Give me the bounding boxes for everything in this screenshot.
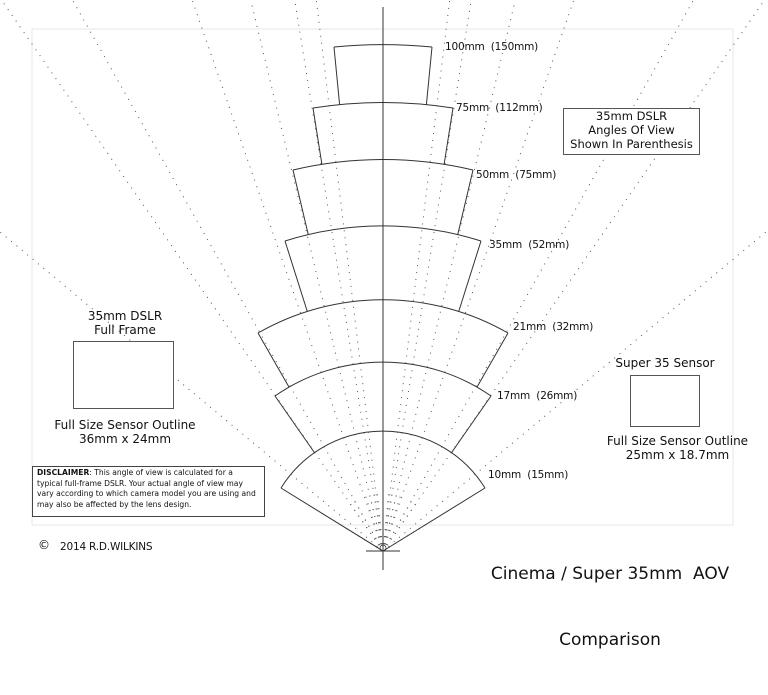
title-line-2: Comparison (559, 630, 661, 650)
full-frame-sensor-outline (73, 341, 174, 409)
fan-edge (443, 107, 454, 165)
dslr-angle-lines (0, 0, 768, 552)
disclaimer-label: DISCLAIMER (37, 468, 90, 477)
full-frame-heading: 35mm DSLR Full Frame (50, 309, 200, 337)
vertex-ray (348, 501, 384, 552)
lens-label-35mm: 35mm (52mm) (489, 239, 570, 251)
vertex-ray (368, 492, 384, 552)
dslr-angle-ray (382, 229, 768, 552)
super35-sensor-outline (630, 375, 700, 427)
legend-line-2: Angles Of View (588, 123, 675, 137)
fan-arc (280, 430, 486, 489)
aov-diagram: 100mm (150mm) 75mm (112mm) 50mm (75mm) 3… (0, 0, 768, 650)
fan-arc (274, 361, 492, 397)
full-frame-caption: Full Size Sensor Outline 36mm x 24mm (40, 418, 210, 446)
disclaimer-text: : This angle of view is calculated for a… (37, 468, 256, 509)
fan-edge (292, 169, 309, 235)
full-frame-heading-1: 35mm DSLR (87, 309, 163, 323)
fan-arc (333, 44, 433, 48)
legend-line-3: Shown In Parenthesis (570, 137, 693, 151)
disclaimer-box: DISCLAIMER: This angle of view is calcul… (32, 466, 265, 517)
title-line-1: Cinema / Super 35mm AOV (490, 564, 730, 584)
legend-line-1: 35mm DSLR (595, 109, 668, 123)
lens-label-75mm: 75mm (112mm) (456, 102, 543, 114)
fan-edge (457, 169, 474, 235)
vertex-ray (373, 491, 384, 552)
super35-caption-2: 25mm x 18.7mm (625, 448, 730, 462)
lens-label-21mm: 21mm (32mm) (513, 321, 594, 333)
dslr-angle-ray (382, 0, 695, 552)
fan-edge (382, 487, 486, 552)
copyright-icon: © (38, 538, 50, 552)
fan-arc (292, 159, 474, 171)
lens-label-10mm: 10mm (15mm) (488, 469, 569, 481)
dslr-angle-ray (382, 0, 766, 552)
fan-edge (451, 395, 492, 453)
fan-edge (425, 46, 433, 105)
lens-label-50mm: 50mm (75mm) (476, 169, 557, 181)
diagram-title: Cinema / Super 35mm AOV Comparison (470, 519, 750, 695)
fan-edge (458, 240, 482, 312)
legend-box: 35mm DSLR Angles Of View Shown In Parent… (563, 108, 700, 155)
fan-arc (257, 299, 509, 334)
vertex-ray (352, 498, 384, 552)
lens-label-17mm: 17mm (26mm) (497, 390, 578, 402)
fan-edge (284, 240, 308, 312)
vertex-ray (382, 498, 414, 552)
fan-edge (333, 46, 341, 105)
copyright-text: 2014 R.D.WILKINS (60, 541, 153, 553)
vertex-ray (376, 491, 384, 552)
fan-edge (476, 332, 509, 388)
vertex-ray (382, 492, 398, 552)
super35-caption-1: Full Size Sensor Outline (606, 434, 749, 448)
super35-caption: Full Size Sensor Outline 25mm x 18.7mm (590, 434, 765, 462)
dslr-angle-ray (382, 0, 451, 552)
fan-edge (274, 395, 315, 453)
vertex-ray (364, 493, 384, 552)
fan-edge (257, 332, 290, 388)
super35-angle-fans (257, 44, 509, 552)
fan-edge (280, 487, 384, 552)
vertex-ray (382, 491, 393, 552)
full-frame-heading-2: Full Frame (94, 323, 156, 337)
lens-label-100mm: 100mm (150mm) (445, 41, 539, 53)
diagram-canvas (0, 0, 768, 570)
fan-arc (284, 225, 482, 242)
vertex-ray (382, 493, 402, 552)
full-frame-caption-1: Full Size Sensor Outline (54, 418, 196, 432)
super35-heading: Super 35 Sensor (615, 356, 715, 370)
fan-edge (312, 107, 323, 165)
full-frame-caption-2: 36mm x 24mm (78, 432, 172, 446)
fan-arc (312, 102, 454, 109)
vertex-ray (382, 491, 390, 552)
vertex-ray (382, 501, 418, 552)
dslr-angle-ray (315, 0, 384, 552)
